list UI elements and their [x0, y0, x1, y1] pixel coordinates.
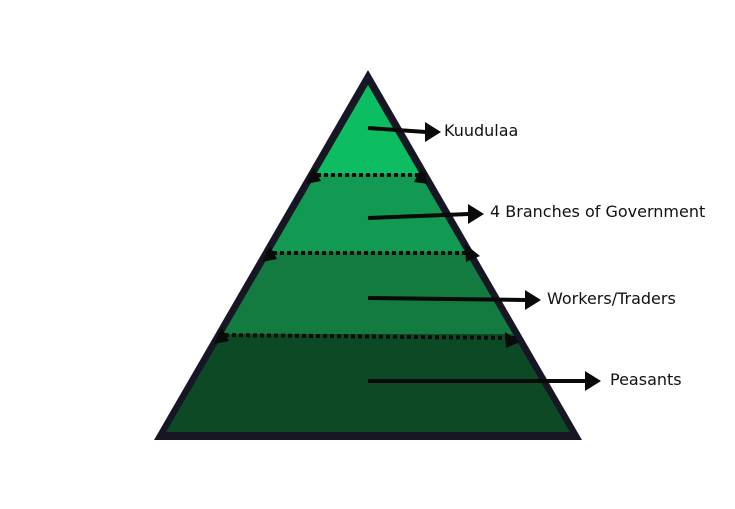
- pointer-arrow-workers: [367, 296, 527, 302]
- side-arrowhead: [505, 332, 520, 348]
- side-arrowhead: [262, 246, 277, 262]
- divider-3: [217, 333, 519, 340]
- pointer-arrow-kuudulaa: [367, 126, 427, 134]
- side-arrowhead: [465, 244, 480, 262]
- tier-label-government: 4 Branches of Government: [490, 202, 705, 221]
- tier-label-workers: Workers/Traders: [547, 289, 676, 308]
- tier-label-kuudulaa: Kuudulaa: [444, 121, 518, 140]
- side-arrowhead: [414, 168, 428, 184]
- side-arrowhead: [306, 168, 321, 184]
- arrowhead-icon: [468, 204, 484, 224]
- tier-label-peasants: Peasants: [610, 370, 682, 389]
- arrowhead-icon: [585, 371, 601, 391]
- arrowhead-icon: [525, 290, 541, 310]
- pointer-arrow-government: [367, 212, 470, 220]
- side-arrowhead: [214, 328, 229, 344]
- tier-3-fill: [166, 252, 570, 336]
- arrowhead-icon: [425, 122, 441, 142]
